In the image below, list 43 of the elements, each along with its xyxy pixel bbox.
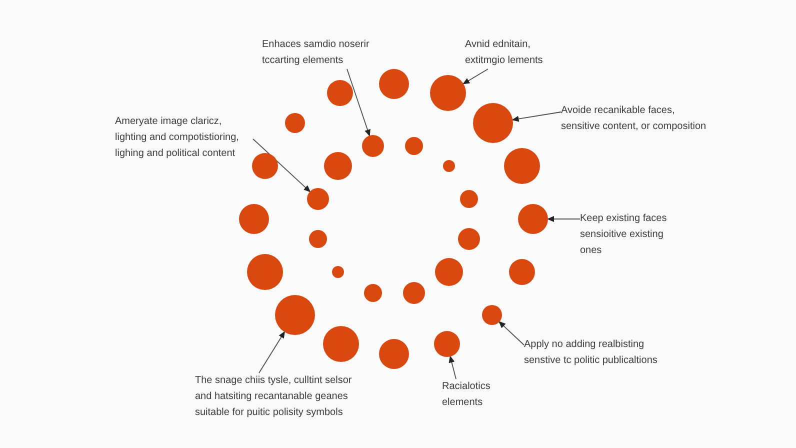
circle-dot: [364, 284, 382, 302]
circle-dot: [473, 103, 513, 143]
callout-text: Racialotics elements: [442, 379, 504, 411]
circle-dot: [403, 282, 425, 304]
circle-dot: [239, 204, 269, 234]
circle-dot: [379, 69, 409, 99]
circle-dot: [327, 80, 353, 106]
leader-line: [448, 356, 456, 380]
leader-line: [462, 68, 488, 84]
circle-dot: [275, 295, 315, 335]
leader-line: [346, 68, 370, 137]
callout-text: Keep existing faces sensioitive existing ones: [580, 211, 676, 259]
circle-dot: [309, 230, 327, 248]
circle-dot: [307, 188, 329, 210]
circle-dot: [247, 254, 283, 290]
callout-text: Ameryate image claricz, lighting and compotistioring, lighing and political content: [115, 114, 253, 162]
circle-dot: [482, 305, 502, 325]
callout-text: Apply no adding realbisting senstive tc politic publicaltions: [524, 337, 674, 369]
circle-dot: [362, 135, 384, 157]
callout-text: Avnid ednitain, extitmgio lements: [465, 37, 557, 69]
circle-dot: [379, 339, 409, 369]
circle-dot: [518, 204, 548, 234]
circle-dot: [285, 113, 305, 133]
circle-dot: [252, 153, 278, 179]
circle-dot: [430, 75, 466, 111]
leader-line: [498, 321, 524, 346]
leader-line: [547, 216, 580, 222]
circle-dot: [443, 160, 455, 172]
callout-text: Enhaces samdio noserir tccarting elements: [262, 37, 380, 69]
circle-dot: [323, 326, 359, 362]
callout-text: Avoide recanikable faces, sensitive content, or composition: [561, 103, 711, 135]
circle-dot: [458, 228, 480, 250]
circle-dot: [460, 190, 478, 208]
circle-dot: [405, 137, 423, 155]
circle-dot: [434, 331, 460, 357]
circle-dot: [504, 148, 540, 184]
leader-line: [512, 112, 562, 122]
callout-text: The snage chiis tysle, culltint selsor and hatsiting recantanable geanes suitable for puitic polisity symbols: [195, 373, 367, 421]
circle-dot: [509, 259, 535, 285]
circle-dot: [324, 152, 352, 180]
circle-dot: [435, 258, 463, 286]
leader-line: [258, 331, 285, 374]
circle-dot: [332, 266, 344, 278]
